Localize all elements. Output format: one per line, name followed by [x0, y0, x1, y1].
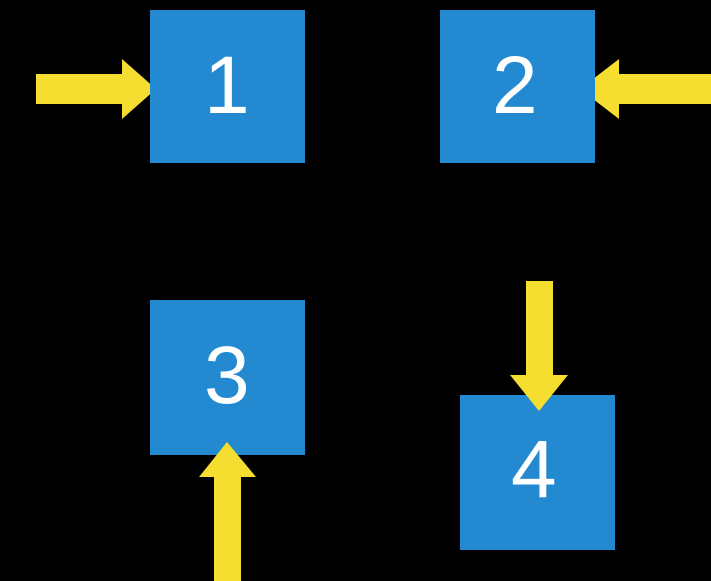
diagram-box-2[interactable] [440, 10, 595, 163]
diagram-box-4-label: 4 [511, 424, 557, 515]
arrow-up-into-box-3 [199, 442, 256, 581]
arrow-left-shape [580, 59, 711, 119]
diagram-box-4[interactable] [460, 395, 615, 550]
arrow-left-into-box-2 [580, 59, 711, 119]
arrow-right-shape [36, 59, 156, 119]
arrow-up-shape [199, 442, 256, 581]
diagram-box-2-label: 2 [492, 40, 538, 131]
arrow-down-into-box-4 [510, 281, 568, 411]
diagram-box-3-label: 3 [204, 330, 250, 421]
diagram-box-1[interactable] [150, 10, 305, 163]
diagram-box-3[interactable] [150, 300, 305, 455]
arrow-down-shape [510, 281, 568, 411]
arrow-right-into-box-1 [36, 59, 156, 119]
diagram-box-1-label: 1 [204, 40, 250, 131]
